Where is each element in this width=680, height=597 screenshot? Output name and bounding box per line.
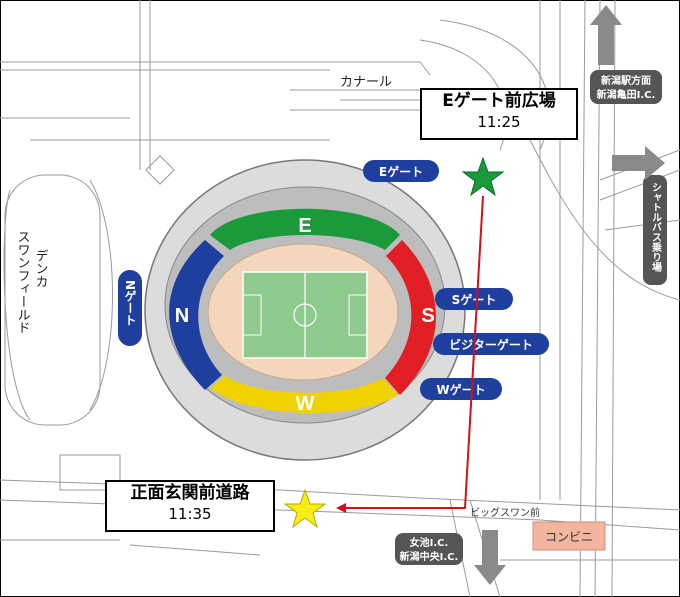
star-icon [283,488,327,529]
gate-badge-n: Nゲート [118,270,142,346]
direction-niigata-line2: 新潟亀田I.C. [597,88,656,101]
arrow-icon [474,5,665,585]
callout-e-plaza-time: 11:25 [477,113,521,131]
direction-niigata-station: 新潟駅方面 新潟亀田I.C. [590,70,662,104]
gate-w-text: Wゲート [436,382,485,397]
section-s-letter: S [421,305,434,327]
gate-s-text: Sゲート [452,292,497,307]
section-n-letter: N [175,305,189,327]
direction-niigata-line1: 新潟駅方面 [601,74,651,87]
direction-megaike-line1: 女池I.C. [410,536,449,549]
callout-e-plaza: Eゲート前広場 11:25 [420,88,578,140]
arrow-north-icon [590,5,622,65]
callout-front-road-title: 正面玄関前道路 [130,483,250,503]
gate-badge-e: Eゲート [363,160,439,182]
direction-megaike-line2: 新潟中央I.C. [400,550,459,563]
arrow-south-icon [474,530,506,585]
gate-badge-vista: ビジターゲート [433,333,549,355]
gate-e-text: Eゲート [379,164,423,179]
stadium: E N S W [144,159,466,461]
gate-n-text: Nゲート [123,280,137,326]
gate-badge-w: Wゲート [420,378,502,400]
route-line [338,195,484,509]
gate-badge-s: Sゲート [435,288,513,310]
field-label-line2: スワンフィールド [15,230,30,334]
section-north [169,240,224,390]
gate-vista-text: ビジターゲート [449,337,533,352]
field-label: デンカ スワンフィールド [15,230,48,334]
bigswan-front-label: ビッグスワン前 [470,506,540,519]
field-label-line1: デンカ [33,249,48,288]
konbini-label: コンビニ [545,530,593,544]
route-arrowhead [336,503,346,513]
callout-front-road: 正面玄関前道路 11:35 [105,480,275,532]
section-east [210,208,400,250]
section-w-letter: W [296,393,315,415]
section-west [210,376,398,413]
callout-front-road-time: 11:35 [168,505,212,523]
section-e-letter: E [298,215,311,237]
star-icon [461,156,505,197]
callout-e-plaza-title: Eゲート前広場 [442,91,556,111]
arrow-east-icon [612,146,665,180]
canal-label: カナール [340,75,392,90]
direction-shuttle-text: シャトルバス乗り場 [650,182,663,273]
section-south [385,240,436,395]
konbini-box: コンビニ [532,521,606,551]
direction-megaike: 女池I.C. 新潟中央I.C. [395,533,463,565]
direction-shuttle-bus: シャトルバス乗り場 [643,175,667,285]
